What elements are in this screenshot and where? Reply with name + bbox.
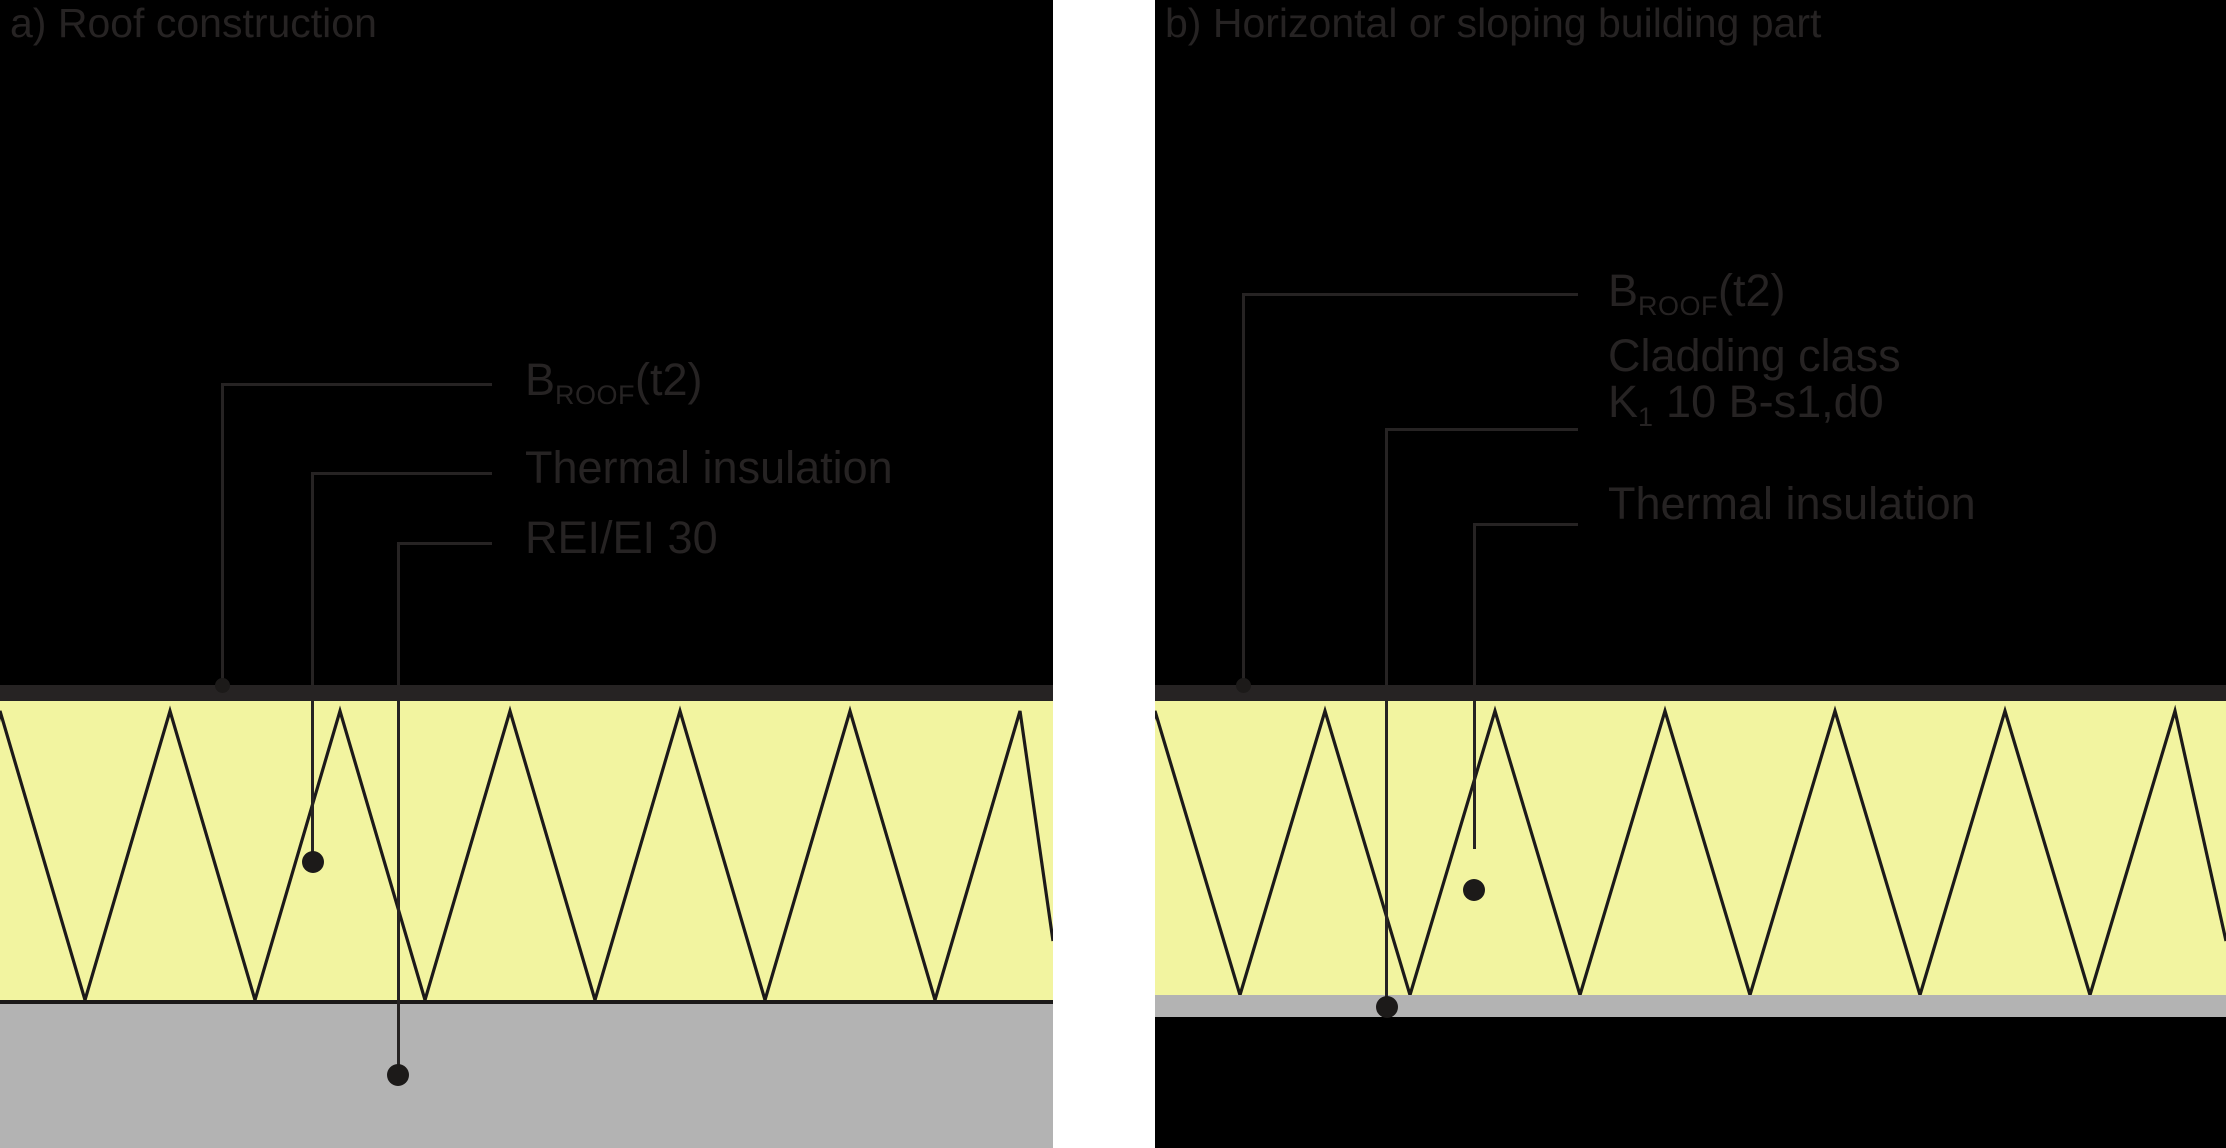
callout-a-rei-text: REI/EI 30 <box>525 512 718 563</box>
layer-thermal-insulation-b <box>1155 701 2226 995</box>
leader-a2-dot <box>302 851 324 873</box>
leader-a3-vertical <box>397 542 400 1077</box>
panel-b-title: b) Horizontal or sloping building part <box>1165 0 1822 46</box>
leader-b2-vertical <box>1385 428 1388 1014</box>
leader-b1-vertical <box>1242 293 1245 685</box>
leader-b2-horizontal <box>1385 428 1578 431</box>
layer-air-space-a <box>0 0 1053 685</box>
callout-b-broof-tail: (t2) <box>1718 265 1786 316</box>
leader-a2-horizontal <box>311 472 492 475</box>
panel-a-title: a) Roof construction <box>10 0 377 46</box>
layer-roof-membrane-b <box>1155 685 2226 701</box>
leader-a1-vertical <box>221 383 224 686</box>
layer-cladding-board-b <box>1155 995 2226 1017</box>
callout-b-thermal-text: Thermal insulation <box>1608 478 1976 529</box>
callout-a-thermal-insulation: Thermal insulation <box>525 445 893 491</box>
callout-a-broof-main: B <box>525 354 556 405</box>
layer-hairline-a <box>0 1000 1053 1004</box>
leader-a3-dot <box>387 1064 409 1086</box>
callout-a-broof-t2: BROOF(t2) <box>525 354 703 409</box>
callout-a-broof-subscript: ROOF <box>555 380 636 410</box>
panel-horizontal-sloping-building-part: b) Horizontal or sloping building part B… <box>1155 0 2226 1148</box>
layer-thermal-insulation-a <box>0 701 1053 1000</box>
callout-b-broof-main: B <box>1608 265 1639 316</box>
callout-b-cladding-k: K <box>1608 375 1639 427</box>
callout-a-broof-tail: (t2) <box>635 354 703 405</box>
leader-b3-vertical <box>1473 523 1476 849</box>
callout-b-cladding-tail: 10 B-s1,d0 <box>1653 375 1884 427</box>
leader-a1-dot <box>215 678 230 693</box>
layer-roof-membrane-a <box>0 685 1053 701</box>
panel-roof-construction: a) Roof construction BROOF(t2) Thermal i… <box>0 0 1053 1148</box>
leader-a2-vertical <box>311 472 314 864</box>
callout-b-broof-subscript: ROOF <box>1638 291 1719 321</box>
leader-a1-horizontal <box>221 383 492 386</box>
callout-b-cladding-line2: K1 10 B-s1,d0 <box>1608 375 1901 430</box>
leader-b3-horizontal <box>1473 523 1578 526</box>
callout-a-rei-ei-30: REI/EI 30 <box>525 515 718 561</box>
leader-a3-horizontal <box>397 542 492 545</box>
callout-b-cladding-line1: Cladding class <box>1608 330 1901 381</box>
layer-concrete-slab-a <box>0 1004 1053 1148</box>
layer-void-below-b <box>1155 1017 2226 1148</box>
callout-a-thermal-text: Thermal insulation <box>525 442 893 493</box>
callout-b-broof-t2: BROOF(t2) <box>1608 265 1786 320</box>
leader-b1-dot <box>1236 678 1251 693</box>
leader-b1-horizontal <box>1242 293 1578 296</box>
leader-b2-dot <box>1376 996 1398 1018</box>
callout-b-thermal-insulation: Thermal insulation <box>1608 481 1976 527</box>
callout-b-cladding-class: Cladding class K1 10 B-s1,d0 <box>1608 330 1901 431</box>
callout-b-cladding-subscript: 1 <box>1638 401 1654 432</box>
leader-b3-dot <box>1463 879 1485 901</box>
layer-air-space-b <box>1155 0 2226 685</box>
